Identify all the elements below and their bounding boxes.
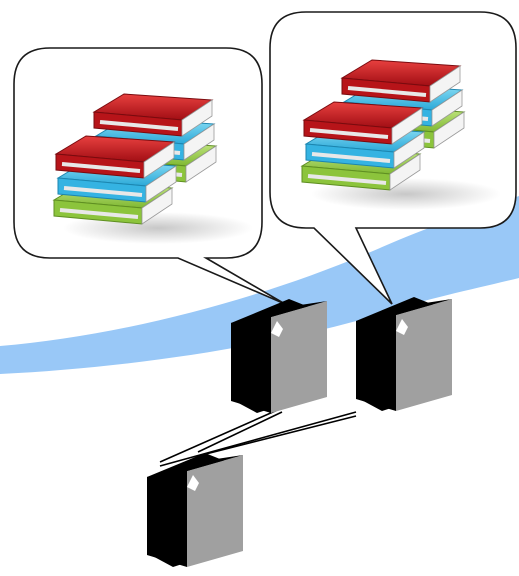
connection-line [159,407,283,463]
connection-line [159,411,357,467]
background-swoosh [0,196,519,374]
connection-line [197,415,357,457]
connection-line [197,411,283,453]
server-icon [147,453,243,567]
server-bottom[interactable] [147,453,243,567]
connection-lines [159,407,357,467]
